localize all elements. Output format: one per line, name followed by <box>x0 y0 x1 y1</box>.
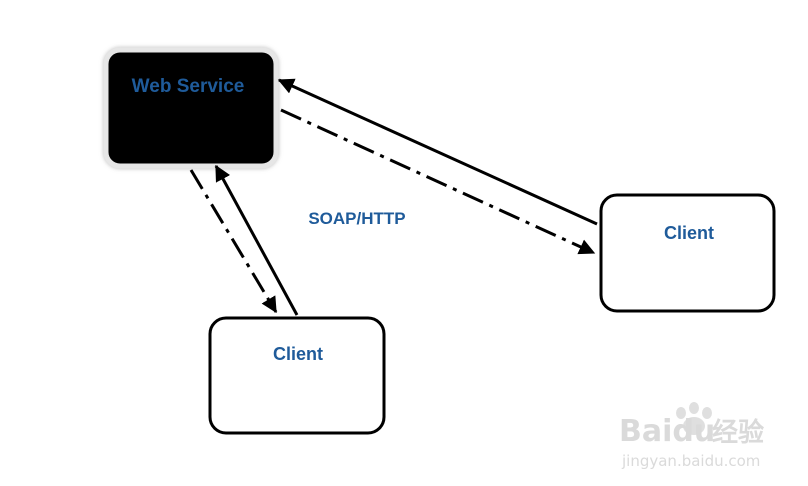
web-service-node: Web Service <box>103 47 279 169</box>
protocol-label: SOAP/HTTP <box>308 209 405 228</box>
paw-icon <box>676 402 712 435</box>
client-right-label: Client <box>664 223 714 243</box>
client-node-bottom: Client <box>208 316 386 435</box>
watermark-brand: Baidu <box>619 414 715 449</box>
watermark-url: jingyan.baidu.com <box>621 452 760 470</box>
baidu-watermark: Baidu 经验 jingyan.baidu.com <box>619 402 764 470</box>
response-arrow-right <box>280 108 596 255</box>
request-arrow-right <box>277 78 598 226</box>
request-arrow-bottom <box>214 164 299 316</box>
response-arrow-bottom <box>189 169 278 314</box>
client-bottom-label: Client <box>273 344 323 364</box>
web-service-label: Web Service <box>132 76 245 97</box>
client-node-right: Client <box>599 193 776 313</box>
watermark-brand-cn: 经验 <box>712 417 764 448</box>
